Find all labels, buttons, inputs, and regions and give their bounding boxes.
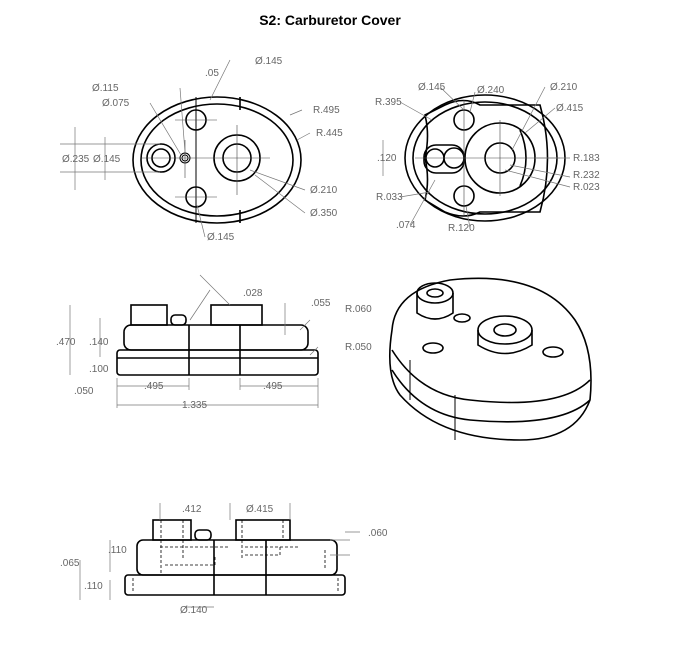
dim-label: Ø.145 <box>93 154 121 165</box>
dim-label: Ø.145 <box>207 232 235 243</box>
dim-label: .412 <box>182 504 202 515</box>
dim-label: R.445 <box>316 128 343 139</box>
dim-label: .100 <box>89 364 109 375</box>
dim-label: Ø.115 <box>92 83 119 94</box>
dim-label: R.495 <box>313 105 340 116</box>
dim-label: Ø.235 <box>62 154 90 165</box>
dim-label: Ø.350 <box>310 208 338 219</box>
dim-label: .060 <box>368 528 388 539</box>
dim-label: Ø.415 <box>556 103 584 114</box>
dim-label: Ø.240 <box>477 85 505 96</box>
dim-label: .110 <box>84 581 103 592</box>
dim-label: .074 <box>396 220 416 231</box>
top-view: Ø.145 .05 Ø.115 Ø.075 R.495 R.445 Ø.235 … <box>60 56 343 243</box>
dim-label: Ø.145 <box>255 56 283 67</box>
dim-label: 1.335 <box>182 400 207 411</box>
dim-label: Ø.210 <box>310 185 338 196</box>
underside-view: Ø.145 Ø.240 Ø.210 Ø.415 R.395 .120 R.183… <box>375 82 600 234</box>
dim-label: R.060 <box>345 304 372 315</box>
dim-label: Ø.140 <box>180 605 208 616</box>
dim-label: .065 <box>60 558 80 569</box>
dim-label: R.120 <box>448 223 475 234</box>
drawing-title: S2: Carburetor Cover <box>259 12 401 28</box>
dim-label: .495 <box>144 381 164 392</box>
isometric-view <box>388 277 592 441</box>
dim-label: .050 <box>74 386 94 397</box>
dim-label: .140 <box>89 337 109 348</box>
dim-label: Ø.075 <box>102 98 130 109</box>
dim-label: .05 <box>205 68 219 79</box>
dim-label: Ø.210 <box>550 82 578 93</box>
section-view: .412 Ø.415 .060 .110 .065 .110 Ø.140 <box>60 503 388 616</box>
dim-label: .055 <box>311 298 331 309</box>
dim-label: R.183 <box>573 153 600 164</box>
dim-label: R.023 <box>573 182 600 193</box>
dim-label: R.232 <box>573 170 600 181</box>
dim-label: Ø.415 <box>246 504 274 515</box>
dim-label: .470 <box>56 337 76 348</box>
dim-label: .110 <box>108 545 127 556</box>
dim-label: .495 <box>263 381 283 392</box>
dim-label: Ø.145 <box>418 82 446 93</box>
dim-label: R.395 <box>375 97 402 108</box>
dim-label: .028 <box>243 288 263 299</box>
dim-label: .120 <box>377 153 397 164</box>
front-view: .028 .055 R.060 R.050 .470 .140 .100 .05… <box>56 274 372 411</box>
dim-label: R.033 <box>376 192 403 203</box>
dim-label: R.050 <box>345 342 372 353</box>
